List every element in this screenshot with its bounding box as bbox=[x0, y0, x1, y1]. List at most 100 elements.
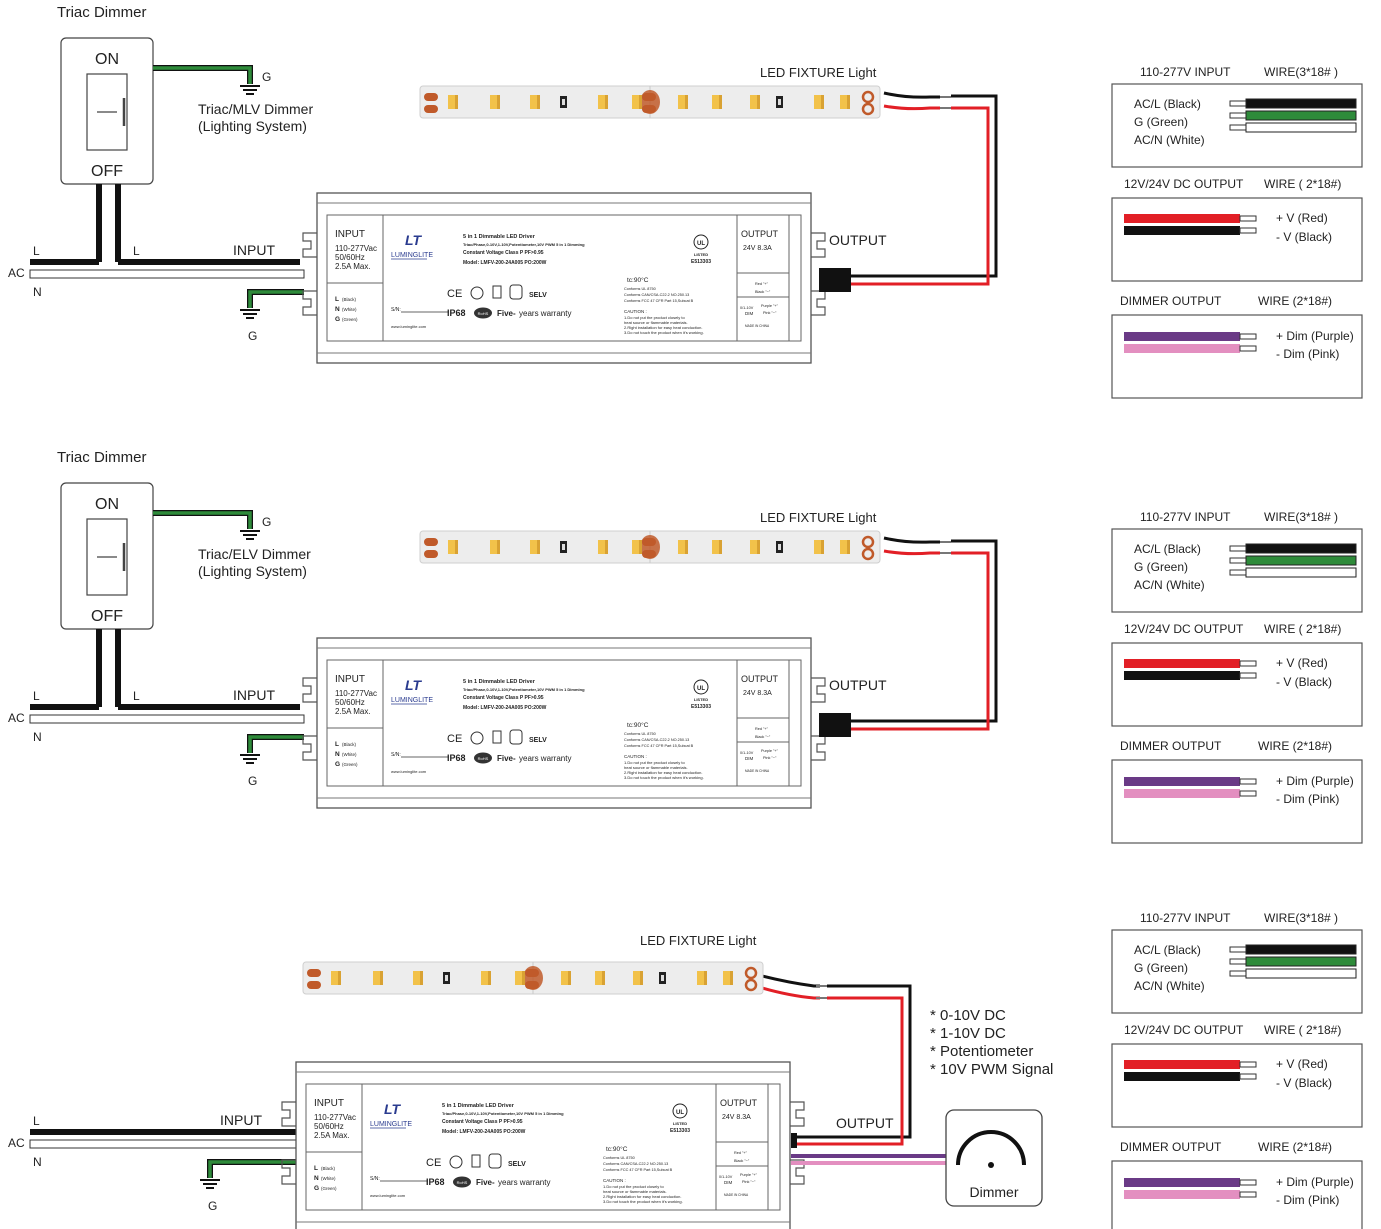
legend-black-wire-tip bbox=[1229, 100, 1247, 107]
logo-mark: LT bbox=[405, 232, 423, 248]
output-black-wire bbox=[791, 984, 912, 1139]
legend-purple-wire bbox=[1124, 777, 1240, 786]
terminal-n-color: (White) bbox=[342, 307, 357, 312]
switch-on-label: ON bbox=[95, 496, 119, 513]
led-chip-edge bbox=[685, 540, 688, 554]
green-ground-wire bbox=[153, 65, 253, 84]
ul-number: E513303 bbox=[670, 1128, 690, 1134]
legend-dc-wire: WIRE ( 2*18#) bbox=[1264, 1023, 1341, 1037]
switch-off-label: OFF bbox=[91, 163, 123, 180]
legend-white-wire-tip bbox=[1229, 124, 1247, 131]
legend-red-tip bbox=[1239, 1061, 1257, 1068]
selv-mark: SELV bbox=[529, 737, 547, 744]
resistor-mark bbox=[562, 99, 565, 105]
legend-v-plus: + V (Red) bbox=[1276, 656, 1328, 670]
black-minus: Black "−" bbox=[734, 1159, 750, 1163]
tc-rating: tc:90°C bbox=[627, 721, 649, 729]
warranty-bold: Five- bbox=[497, 754, 516, 763]
made-in: MADE IN CHINA bbox=[745, 769, 770, 773]
terminal-l: L bbox=[335, 741, 339, 748]
driver-ground-wire-fill bbox=[208, 1160, 304, 1178]
product-cv: Constant Voltage Class P PF>0.95 bbox=[463, 695, 544, 701]
ce-mark: CE bbox=[447, 288, 462, 300]
legend-dim-title: DIMMER OUTPUT bbox=[1120, 739, 1222, 753]
product-title: 5 in 1 Dimmable LED Driver bbox=[442, 1103, 515, 1109]
terminal-l-color: (Black) bbox=[342, 742, 357, 747]
led-chip bbox=[840, 540, 850, 554]
fixture-label: LED FIXTURE Light bbox=[640, 933, 757, 948]
legend-ac-l: AC/L (Black) bbox=[1134, 97, 1201, 111]
caution-3: 3.Do not touch the product when it's wor… bbox=[603, 1199, 683, 1204]
ul-listed: LISTED bbox=[694, 252, 708, 257]
website: www.luminglite.com bbox=[391, 324, 427, 329]
led-chip bbox=[515, 971, 525, 985]
led-chip-edge bbox=[719, 540, 722, 554]
caution-3: 3.Do not touch the product when it's wor… bbox=[624, 775, 704, 780]
led-strip-icon bbox=[419, 85, 881, 119]
terminal-n-color: (White) bbox=[342, 752, 357, 757]
legend-red-tip bbox=[1239, 215, 1257, 222]
terminal-l: L bbox=[335, 296, 339, 303]
led-chip-edge bbox=[730, 971, 733, 985]
led-chip-edge bbox=[685, 95, 688, 109]
label-plate bbox=[326, 659, 802, 787]
solder-pad bbox=[640, 90, 660, 114]
led-chip-edge bbox=[602, 971, 605, 985]
led-chip bbox=[712, 95, 722, 109]
safety-transformer-icon bbox=[509, 729, 523, 745]
purple-plus: Purple "+" bbox=[761, 304, 779, 308]
conform-1: Conforms UL 8750 bbox=[624, 732, 656, 736]
legend-black-wire-tip bbox=[1229, 545, 1247, 552]
legend-dim-plus: + Dim (Purple) bbox=[1276, 329, 1354, 343]
output-cable-gland bbox=[819, 713, 851, 737]
conform-2: Conforms CAN/CSA-C22.2 NO.250.13 bbox=[624, 293, 689, 297]
ul-text: UL bbox=[697, 686, 705, 692]
ul-listed: LISTED bbox=[673, 1121, 687, 1126]
led-chip-edge bbox=[704, 971, 707, 985]
legend-black-tip bbox=[1239, 672, 1257, 679]
legend-v-minus: - V (Black) bbox=[1276, 1076, 1332, 1090]
legend-black-wire bbox=[1124, 1072, 1240, 1081]
output-red-wire bbox=[791, 996, 904, 1146]
ground-icon bbox=[240, 754, 260, 764]
legend-pink-tip bbox=[1239, 790, 1257, 797]
end-terminal bbox=[744, 966, 758, 980]
driver-ground-wire-fill bbox=[248, 735, 304, 753]
legend-input-wire: WIRE(3*18# ) bbox=[1264, 65, 1338, 79]
legend-white-wire bbox=[1245, 122, 1357, 133]
selv-mark: SELV bbox=[508, 1161, 526, 1168]
neutral-wire bbox=[29, 1139, 305, 1149]
legend-dim-box bbox=[1111, 314, 1363, 399]
legend-input-title: 110-277V INPUT bbox=[1140, 65, 1231, 79]
legend-white-wire bbox=[1245, 567, 1357, 578]
caution-1b: heat source or flammable materials. bbox=[603, 1189, 667, 1194]
green-ground-wire-fill bbox=[153, 511, 252, 529]
led-chip-edge bbox=[455, 95, 458, 109]
legend-green-wire bbox=[1245, 110, 1357, 121]
strip-black-lead bbox=[883, 536, 940, 544]
solder-pad bbox=[424, 93, 438, 101]
purple-plus: Purple "+" bbox=[761, 749, 779, 753]
driver-ground-wire bbox=[247, 734, 304, 753]
legend-ac-l: AC/L (Black) bbox=[1134, 943, 1201, 957]
sn-label: S/N: bbox=[391, 307, 401, 313]
solder-pad bbox=[307, 981, 321, 989]
driver-ground-label: G bbox=[248, 774, 257, 788]
led-chip bbox=[530, 95, 540, 109]
caution-title: CAUTION : bbox=[624, 754, 647, 759]
ip68-mark: IP68 bbox=[426, 1177, 445, 1187]
mount-tab-right bbox=[811, 735, 826, 761]
legend-pink-wire bbox=[1124, 789, 1240, 798]
legend-black-wire bbox=[1124, 226, 1240, 235]
legend-white-wire-tip bbox=[1229, 569, 1247, 576]
l-label: L bbox=[33, 1114, 40, 1128]
terminal-g-color: (Green) bbox=[321, 1186, 337, 1191]
legend-black-tip bbox=[1239, 1073, 1257, 1080]
led-chip-edge bbox=[605, 540, 608, 554]
